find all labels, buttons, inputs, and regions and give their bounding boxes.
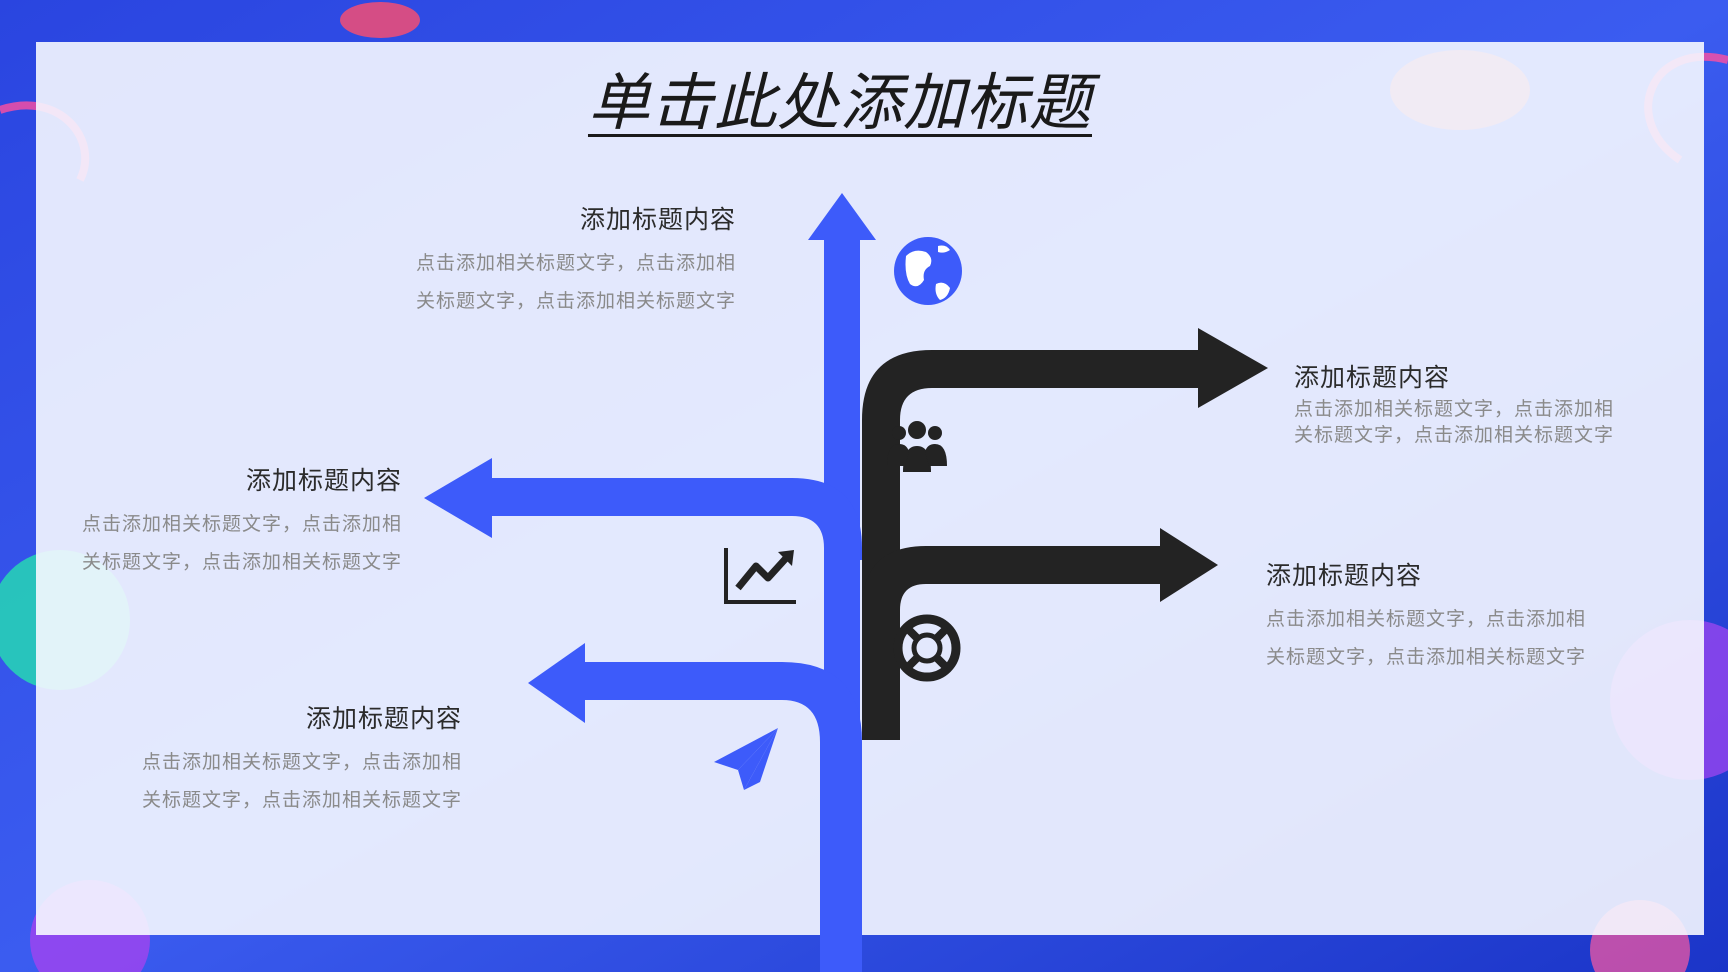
branch-heading: 添加标题内容: [1294, 363, 1451, 392]
black-branch-lower: [862, 528, 1218, 740]
slide-title: 单击此处添加标题: [587, 66, 1092, 139]
branch-heading: 添加标题内容: [1266, 561, 1423, 590]
blue-branch-lower: [528, 643, 862, 972]
branch-heading: 添加标题内容: [579, 205, 736, 234]
paper-plane-icon: [714, 728, 778, 790]
branch-text-right-upper: 添加标题内容 点击添加相关标题文字，点击添加相 关标题文字，点击添加相关标题文字: [1294, 358, 1694, 448]
globe-icon: [894, 237, 962, 305]
blue-branch-middle: [424, 458, 862, 560]
branch-body-line2: 关标题文字，点击添加相关标题文字: [81, 551, 402, 573]
branch-heading: 添加标题内容: [245, 466, 402, 495]
branch-body-line1: 点击添加相关标题文字，点击添加相: [141, 751, 462, 773]
branch-heading: 添加标题内容: [305, 704, 462, 733]
branch-body-line2: 关标题文字，点击添加相关标题文字: [141, 789, 462, 811]
chart-trend-icon: [724, 548, 796, 604]
lifebuoy-icon: [893, 614, 961, 682]
branch-text-right-lower: 添加标题内容 点击添加相关标题文字，点击添加相 关标题文字，点击添加相关标题文字: [1266, 556, 1686, 676]
branch-text-top-left: 添加标题内容 点击添加相关标题文字，点击添加相 关标题文字，点击添加相关标题文字: [330, 200, 736, 320]
branch-body-line1: 点击添加相关标题文字，点击添加相: [415, 252, 736, 274]
branch-body-line1: 点击添加相关标题文字，点击添加相: [1294, 398, 1615, 420]
branch-body-line2: 关标题文字，点击添加相关标题文字: [1294, 424, 1615, 446]
branch-text-left-lower: 添加标题内容 点击添加相关标题文字，点击添加相 关标题文字，点击添加相关标题文字: [40, 699, 462, 819]
users-icon: [887, 421, 947, 472]
branch-body-line2: 关标题文字，点击添加相关标题文字: [1266, 646, 1587, 668]
branch-body-line1: 点击添加相关标题文字，点击添加相: [81, 513, 402, 535]
branch-body-line1: 点击添加相关标题文字，点击添加相: [1266, 608, 1587, 630]
branch-body-line2: 关标题文字，点击添加相关标题文字: [415, 290, 736, 312]
branch-text-left-middle: 添加标题内容 点击添加相关标题文字，点击添加相 关标题文字，点击添加相关标题文字: [0, 461, 402, 581]
